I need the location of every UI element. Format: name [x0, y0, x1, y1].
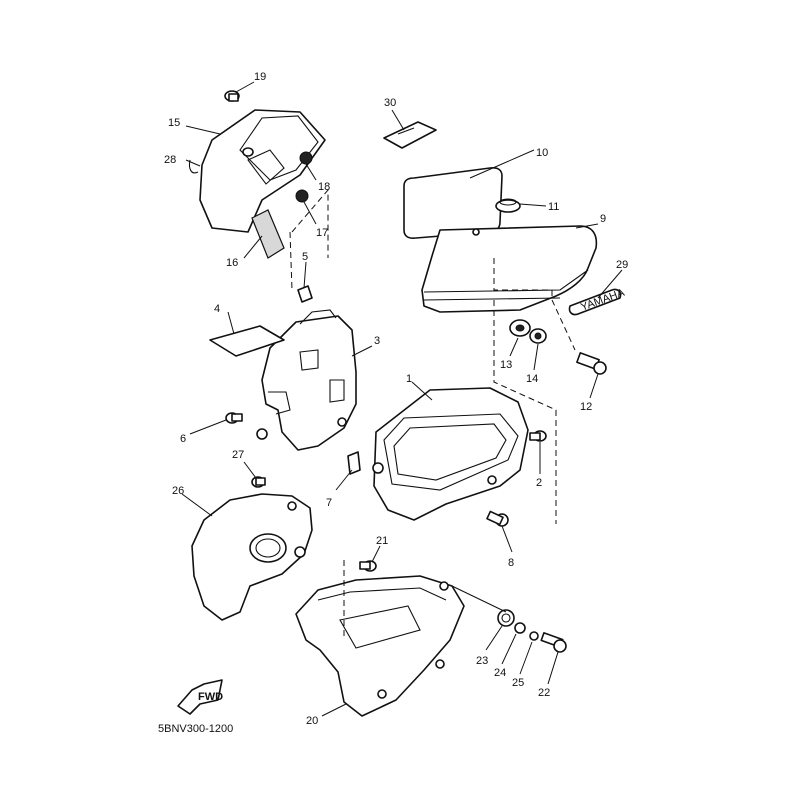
- callout-9: 9: [600, 213, 606, 225]
- part-21-bolt: [359, 560, 377, 572]
- part-2-bolt: [529, 430, 547, 442]
- fwd-arrow-icon: FWD: [177, 679, 223, 715]
- callout-27: 27: [232, 449, 244, 461]
- part-17-grommet: [295, 189, 309, 203]
- part-11-grommet: [495, 198, 521, 213]
- callout-15: 15: [168, 117, 180, 129]
- callout-7: 7: [326, 497, 332, 509]
- dashed-guide-15: [291, 188, 329, 258]
- callout-5: 5: [302, 251, 308, 263]
- part-24-washer: [514, 622, 526, 634]
- part-22-bolt: [540, 632, 567, 653]
- part-6-bolt: [225, 412, 243, 424]
- callout-25: 25: [512, 677, 524, 689]
- part-13-grommet: [509, 319, 531, 337]
- part-20-crankcase-cover: [295, 575, 465, 717]
- callout-18: 18: [318, 181, 330, 193]
- callout-19: 19: [254, 71, 266, 83]
- part-26-sprocket-cover: [191, 493, 313, 621]
- callout-10: 10: [536, 147, 548, 159]
- callout-30: 30: [384, 97, 396, 109]
- callout-16: 16: [226, 257, 238, 269]
- part-3-bracket: [256, 309, 357, 451]
- callout-labels: 19 15 28 18 17 16 30 10 11 9 29 13 14 12…: [164, 71, 628, 727]
- callout-2: 2: [536, 477, 542, 489]
- callout-14: 14: [526, 373, 538, 385]
- part-30-bracket: [383, 121, 437, 149]
- dashed-guide-9: [493, 258, 576, 351]
- callout-12: 12: [580, 401, 592, 413]
- part-27-bolt: [251, 476, 266, 488]
- callout-20: 20: [306, 715, 318, 727]
- part-9-side-cover: [421, 225, 598, 313]
- leader-lines: [181, 81, 623, 717]
- callout-24: 24: [494, 667, 506, 679]
- part-18-grommet: [299, 151, 313, 165]
- part-14-grommet: [529, 328, 547, 344]
- callout-29: 29: [616, 259, 628, 271]
- part-25-washer: [529, 631, 539, 641]
- callout-4: 4: [214, 303, 220, 315]
- callout-6: 6: [180, 433, 186, 445]
- axis-line-22: [451, 585, 507, 613]
- dashed-guide-1: [493, 300, 557, 524]
- part-1-air-box: [372, 387, 529, 521]
- part-10-pad: [403, 167, 503, 239]
- part-29-emblem: YAMAHA: [568, 287, 627, 316]
- part-12-bolt: [576, 352, 607, 375]
- callout-26: 26: [172, 485, 184, 497]
- callout-23: 23: [476, 655, 488, 667]
- callout-28: 28: [164, 154, 176, 166]
- diagram-code: 5BNV300-1200: [158, 723, 233, 735]
- part-19-bolt: [224, 90, 240, 102]
- part-23-collar: [497, 609, 515, 627]
- part-5-clip: [297, 285, 313, 303]
- callout-1: 1: [406, 373, 412, 385]
- part-4-pad: [209, 325, 285, 357]
- callout-3: 3: [374, 335, 380, 347]
- part-7-clip: [347, 451, 361, 475]
- callout-22: 22: [538, 687, 550, 699]
- part-15-cover: [188, 109, 326, 233]
- fwd-label: FWD: [198, 691, 223, 703]
- part-8-bolt: [486, 510, 509, 527]
- callout-21: 21: [376, 535, 388, 547]
- emblem-text: YAMAHA: [579, 287, 627, 314]
- callout-17: 17: [316, 227, 328, 239]
- callout-13: 13: [500, 359, 512, 371]
- dashed-guide-5: [289, 231, 293, 291]
- callout-8: 8: [508, 557, 514, 569]
- callout-11: 11: [548, 201, 559, 213]
- part-16-damper: [251, 209, 285, 259]
